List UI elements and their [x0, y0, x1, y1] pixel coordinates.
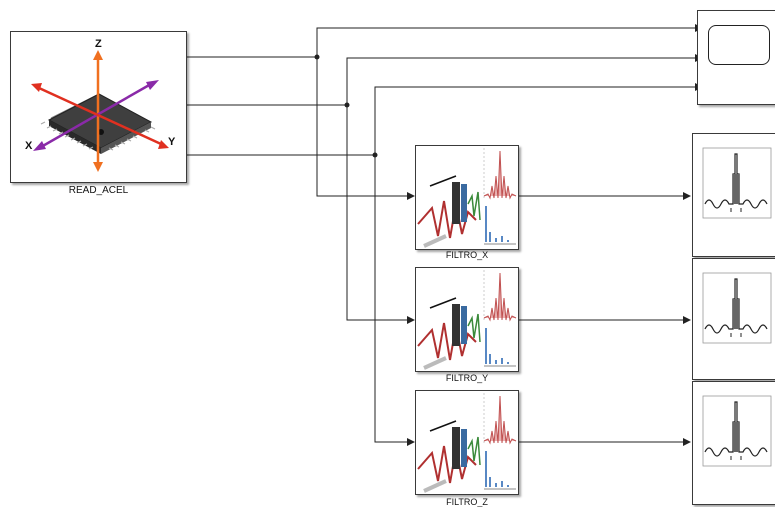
- filter-spectrum-graphic: [484, 451, 516, 490]
- filter-wave-graphic: [417, 297, 481, 370]
- filter-icon: [417, 393, 517, 493]
- axis-y-label: Y: [168, 136, 176, 148]
- scope-screen-icon: [708, 25, 770, 65]
- filter-z-block[interactable]: [415, 390, 519, 495]
- filter-bell-graphic: [483, 393, 517, 445]
- spectrum-icon: [702, 147, 772, 219]
- filter-icon: [417, 148, 517, 248]
- signal-line-z[interactable]: [186, 83, 703, 156]
- signal-line-z-filter[interactable]: [374, 155, 415, 446]
- spectrum-icon: [702, 395, 772, 467]
- branch-point-x: [314, 54, 320, 60]
- spectrum-icon: [702, 272, 772, 344]
- filter-spectrum-graphic: [484, 328, 516, 367]
- signal-line-x[interactable]: [186, 24, 703, 58]
- filter-wave-graphic: [417, 420, 481, 493]
- spectrum-scope-x-block[interactable]: [692, 133, 775, 257]
- signal-line-x-filter[interactable]: [316, 57, 415, 200]
- filter-z-label: FILTRO_Z: [446, 497, 488, 507]
- filter-bell-graphic: [483, 148, 517, 200]
- filter-wave-graphic: [417, 175, 481, 248]
- filter-x-block[interactable]: [415, 145, 519, 250]
- accelerometer-chip-icon: [31, 50, 169, 172]
- branch-point-y: [344, 102, 350, 108]
- filter-x-label: FILTRO_X: [445, 250, 489, 260]
- spectrum-scope-y-block[interactable]: [692, 258, 775, 380]
- filter-bell-graphic: [483, 270, 517, 322]
- scope-block[interactable]: [697, 10, 775, 105]
- signal-line-y-filter[interactable]: [346, 105, 415, 324]
- read-acel-block[interactable]: Z X Y: [10, 31, 187, 183]
- read-acel-label: READ_ACEL: [68, 185, 129, 196]
- filter-y-block[interactable]: [415, 267, 519, 372]
- axis-z-label: Z: [95, 38, 102, 50]
- filter-spectrum-graphic: [484, 206, 516, 245]
- filter-icon: [417, 270, 517, 370]
- filter-y-label: FILTRO_Y: [445, 373, 489, 383]
- signal-line-y[interactable]: [186, 54, 703, 106]
- spectrum-scope-z-block[interactable]: [692, 381, 775, 505]
- branch-point-z: [372, 152, 378, 158]
- axis-x-label: X: [25, 140, 33, 152]
